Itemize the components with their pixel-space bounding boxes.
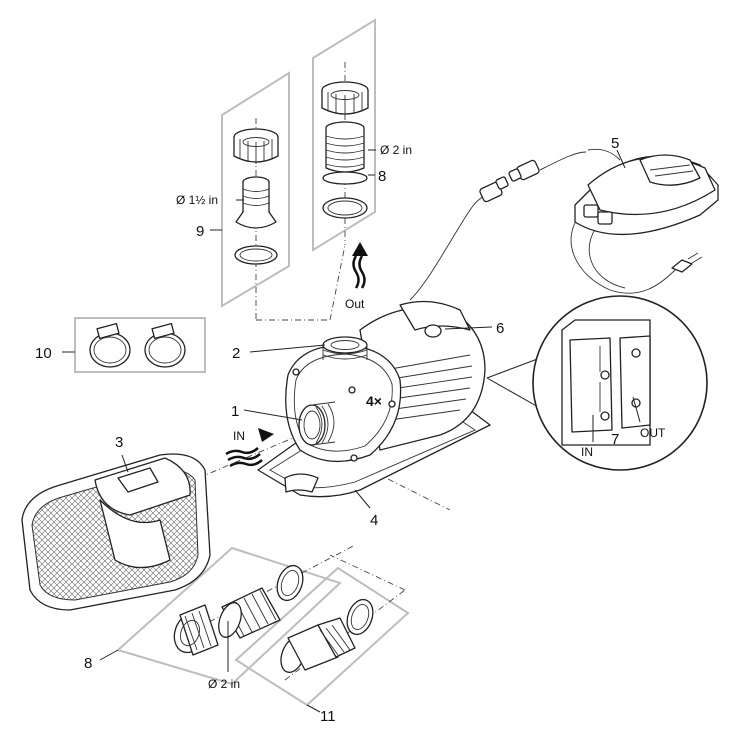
panel-hose-clamps [74, 317, 206, 373]
label-in: IN [233, 429, 245, 443]
cable-connector [479, 159, 540, 203]
callout-3: 3 [115, 434, 123, 451]
callout-7: 7 [611, 431, 619, 448]
callout-8-bottom: 8 [84, 655, 92, 672]
panel-fitting-1-5in [221, 71, 290, 308]
pump-inlet-port [298, 401, 336, 446]
callout-4: 4 [370, 512, 378, 529]
callout-11: 11 [320, 708, 336, 725]
power-supply-unit [574, 154, 719, 273]
label-out: Out [345, 297, 365, 311]
label-detail-in: IN [581, 445, 593, 459]
adapter-11 [280, 598, 374, 673]
fitting-2in-top [321, 81, 369, 219]
out-flow-arrow [352, 242, 368, 289]
panel-adapter-11 [234, 566, 410, 707]
callout-1: 1 [231, 403, 239, 420]
hose-clamps [89, 322, 186, 368]
callout-9: 9 [196, 223, 204, 240]
label-4x: 4× [366, 393, 382, 409]
callout-2: 2 [232, 345, 240, 362]
panel-fitting-2in-bottom [116, 546, 342, 686]
label-dia-1-5in: Ø 1½ in [176, 193, 218, 207]
callout-6: 6 [496, 320, 504, 337]
label-dia-2in-bottom: Ø 2 in [208, 677, 240, 691]
callout-8-top: 8 [378, 168, 386, 185]
label-detail-out: OUT [640, 426, 666, 440]
detail-magnifier [486, 295, 708, 471]
in-flow-arrow [225, 428, 274, 468]
panel-fitting-2in-top [312, 18, 376, 252]
pump-outlet-port [322, 336, 368, 360]
callout-10: 10 [35, 345, 52, 362]
callout-5: 5 [611, 135, 619, 152]
fitting-2in-bottom [173, 564, 304, 656]
leader-lines [62, 149, 641, 713]
label-dia-2in-top: Ø 2 in [380, 143, 412, 157]
filter-basket [21, 453, 211, 611]
fitting-1-5in [233, 128, 279, 265]
